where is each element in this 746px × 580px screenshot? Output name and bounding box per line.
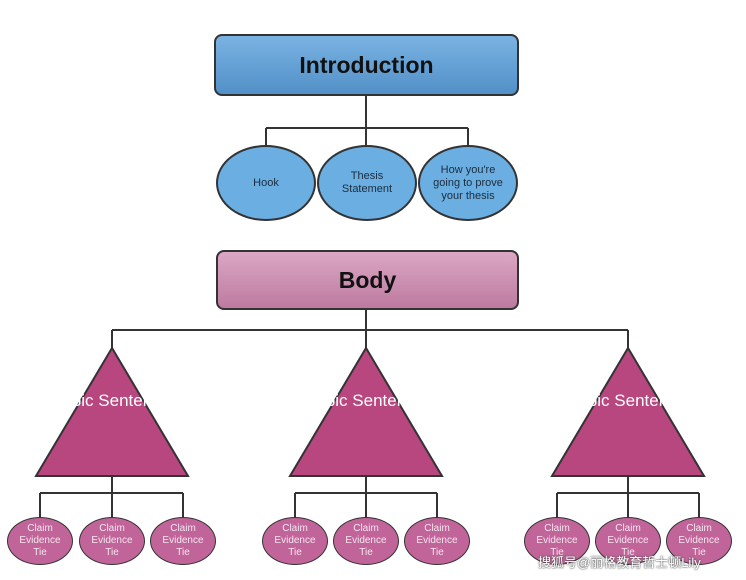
tie-label: Tie [288,547,302,558]
tie-label: Tie [550,547,564,558]
tie-label: Tie [176,547,190,558]
claim-evidence-tie-node: Claim Evidence Tie [150,517,216,565]
tie-label: Tie [33,547,47,558]
claim-label: Claim [686,523,712,534]
claim-label: Claim [170,523,196,534]
evidence-label: Evidence [91,535,133,546]
tie-label: Tie [621,547,635,558]
topic-sentence-label-3: Topic Sentence [569,391,687,410]
watermark-text: 搜狐号@丽格教育哲士顿Lily [538,555,701,570]
evidence-label: Evidence [607,535,649,546]
claim-label: Claim [424,523,450,534]
evidence-label: Evidence [416,535,458,546]
claim-evidence-tie-node: Claim Evidence Tie [404,517,470,565]
claim-evidence-tie-node: Claim Evidence Tie [666,517,732,565]
claim-label: Claim [615,523,641,534]
tie-label: Tie [692,547,706,558]
topic-triangle-3 [550,346,706,477]
claim-label: Claim [544,523,570,534]
introduction-box: Introduction [214,34,519,96]
claim-label: Claim [99,523,125,534]
claim-label: Claim [27,523,53,534]
claim-label: Claim [282,523,308,534]
introduction-title: Introduction [299,51,434,78]
prove-thesis-node: How you're going to prove your thesis [418,145,518,221]
topic-sentence-label-1: Topic Sentence [53,391,171,410]
claim-label: Claim [353,523,379,534]
claim-evidence-tie-node: Claim Evidence Tie [333,517,399,565]
topic-triangle-1 [34,346,190,477]
body-title: Body [338,266,397,293]
evidence-label: Evidence [678,535,720,546]
tie-label: Tie [430,547,444,558]
tie-label: Tie [359,547,373,558]
claim-evidence-tie-node: Claim Evidence Tie [79,517,145,565]
topic-sentence-label-2: Topic Sentence [307,391,425,410]
tie-label: Tie [105,547,119,558]
body-box: Body [216,250,519,310]
evidence-label: Evidence [536,535,578,546]
evidence-label: Evidence [345,535,387,546]
thesis-statement-label: Thesis Statement [341,170,393,195]
evidence-label: Evidence [274,535,316,546]
claim-evidence-tie-node: Claim Evidence Tie [595,517,661,565]
hook-node: Hook [216,145,316,221]
claim-evidence-tie-node: Claim Evidence Tie [524,517,590,565]
evidence-label: Evidence [19,535,61,546]
claim-evidence-tie-node: Claim Evidence Tie [7,517,73,565]
prove-thesis-label: How you're going to prove your thesis [433,163,503,202]
claim-evidence-tie-node: Claim Evidence Tie [262,517,328,565]
evidence-label: Evidence [162,535,204,546]
thesis-statement-node: Thesis Statement [317,145,417,221]
hook-label: Hook [253,176,279,189]
topic-triangle-2 [288,346,444,477]
